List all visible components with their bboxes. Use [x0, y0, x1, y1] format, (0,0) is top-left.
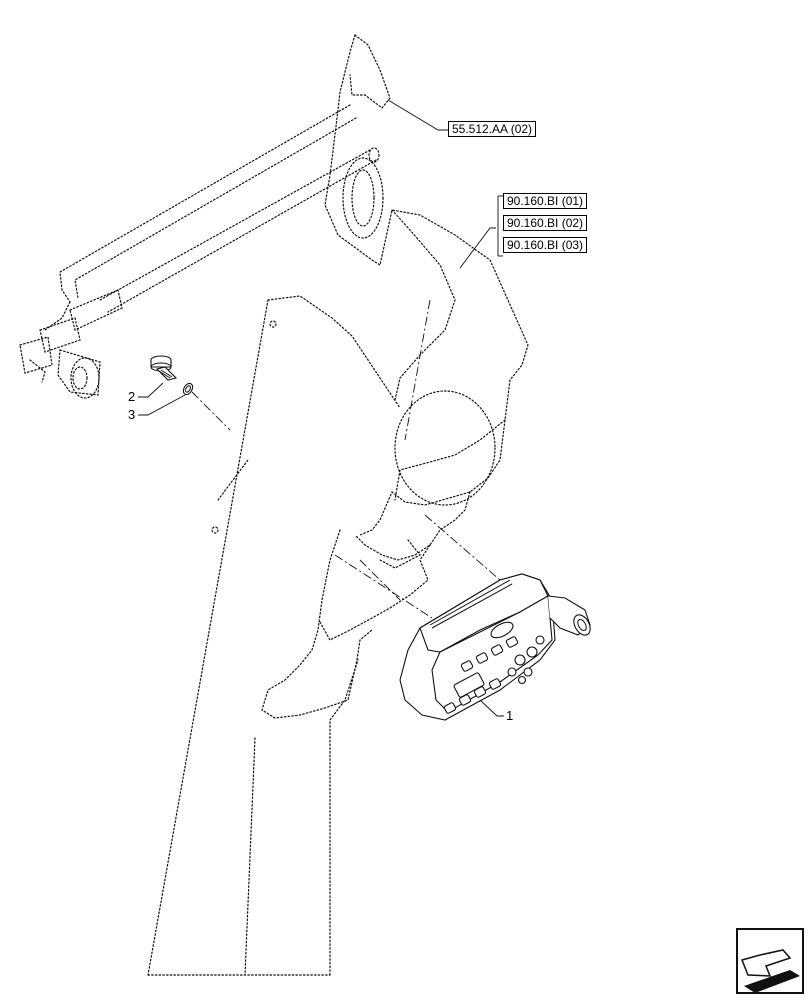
callout-1: 1	[506, 708, 514, 723]
electronic-module-1[interactable]	[399, 573, 594, 721]
ref-link-group-3[interactable]: 90.160.BI (03)	[503, 237, 588, 253]
callout-3: 3	[128, 407, 136, 422]
upper-bracket	[261, 34, 529, 719]
module-buttons	[443, 635, 545, 714]
ref-link-top[interactable]: 55.512.AA (02)	[448, 121, 537, 137]
ref-link-group-2[interactable]: 90.160.BI (02)	[503, 215, 588, 231]
ref-link-group-1[interactable]: 90.160.BI (01)	[503, 193, 588, 209]
leader-lines	[138, 99, 504, 717]
previous-arrow-icon[interactable]	[736, 928, 804, 994]
rod-assembly	[19, 104, 380, 399]
callout-2: 2	[128, 389, 136, 404]
cab-pillar	[147, 295, 401, 976]
center-lines	[191, 299, 501, 619]
washer-3[interactable]	[182, 382, 195, 396]
bolt-2[interactable]	[150, 355, 178, 381]
